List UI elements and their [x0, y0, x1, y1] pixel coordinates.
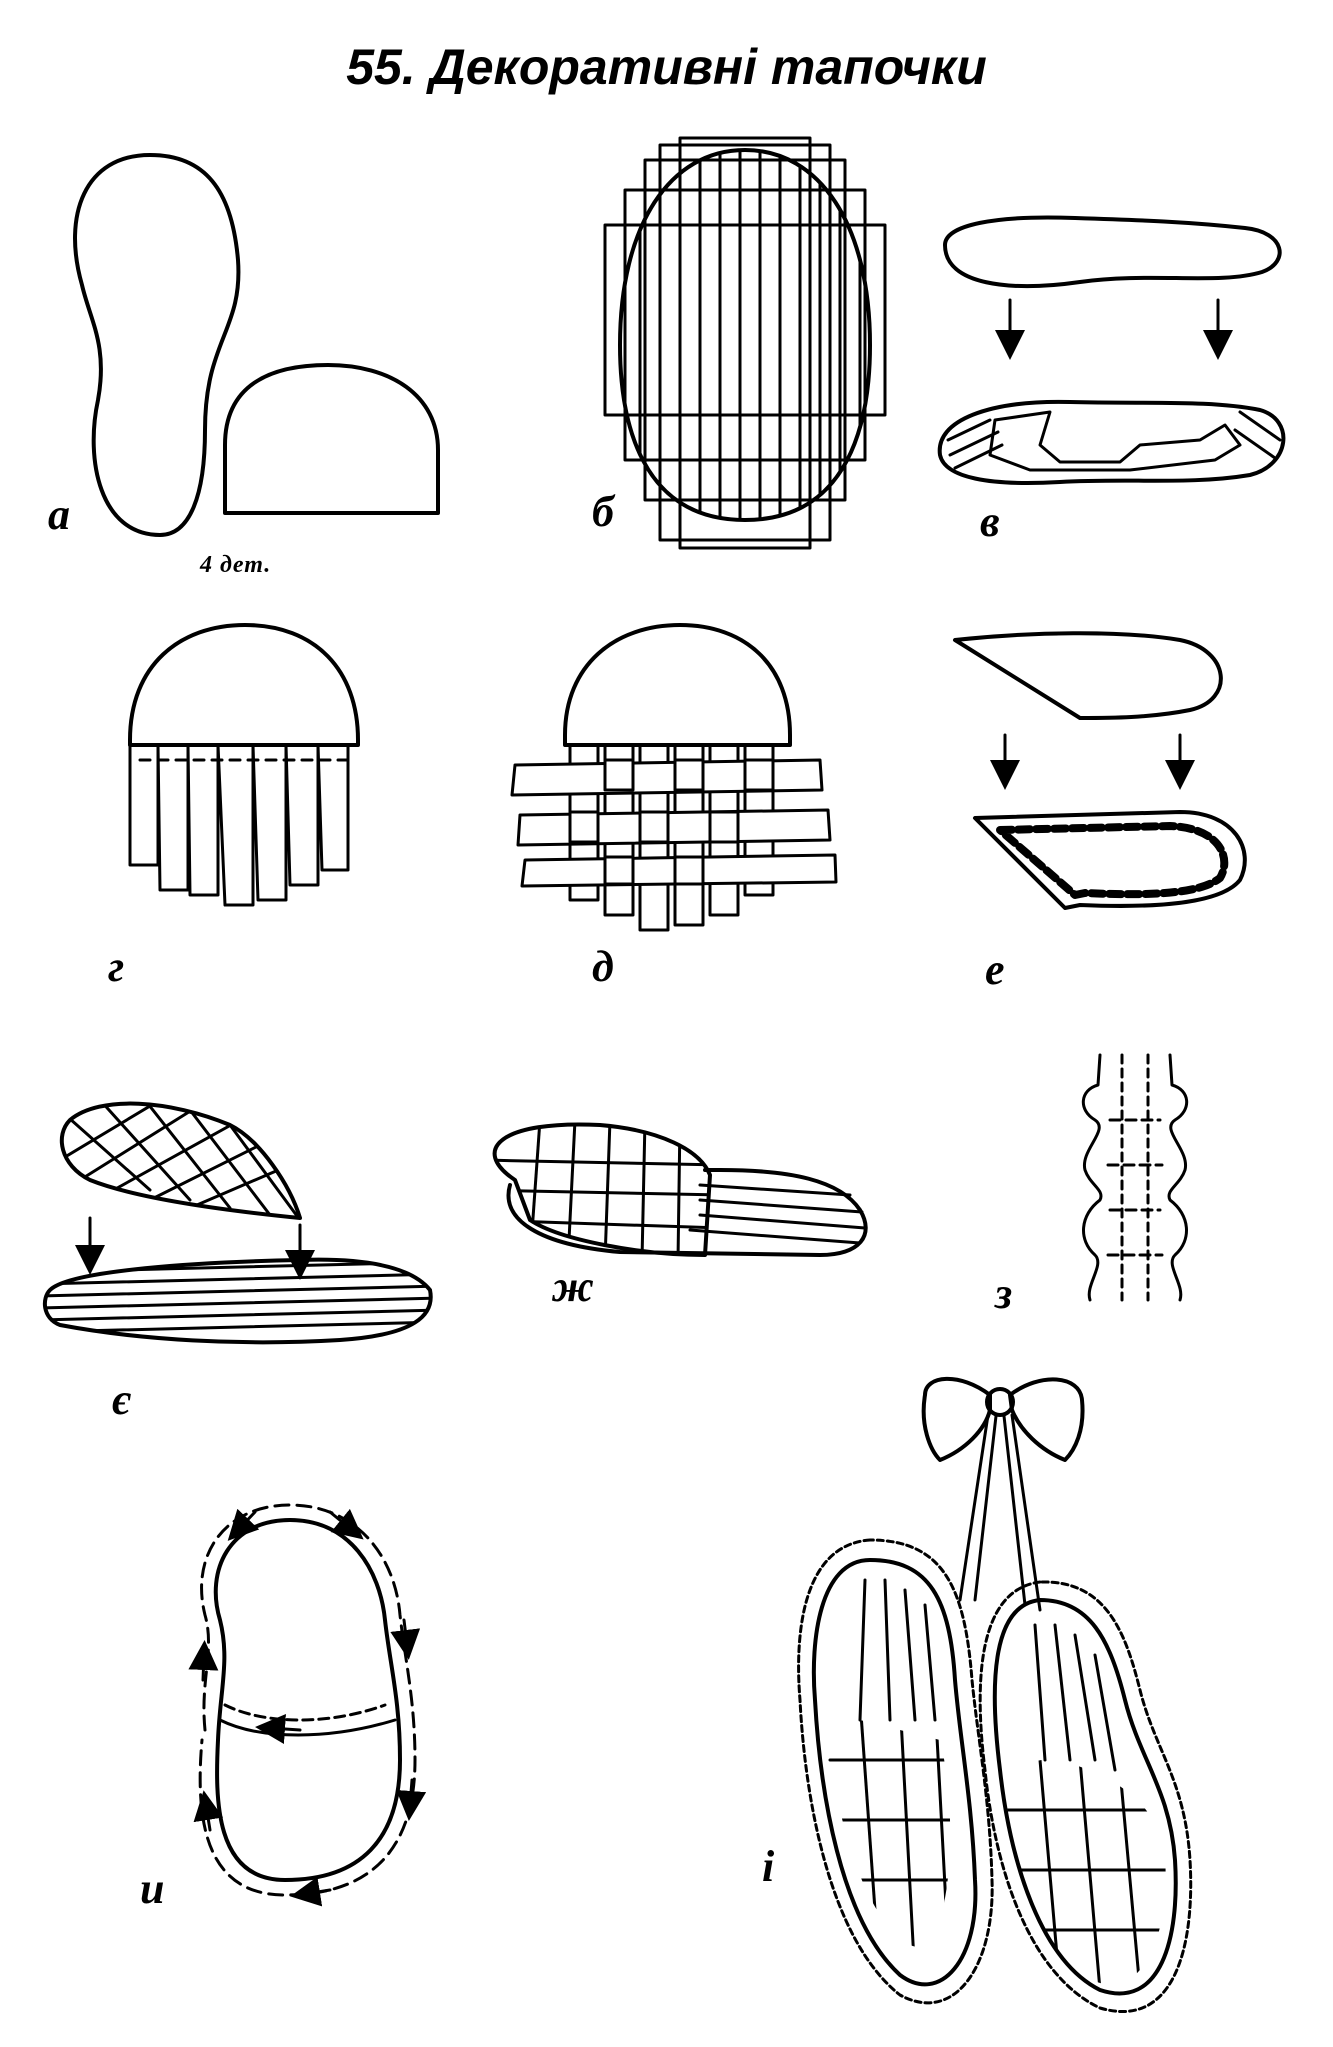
sole-outline: [620, 150, 870, 520]
label-e: е: [985, 945, 1005, 994]
label-d: д: [592, 942, 614, 991]
right-slipper-outline: [995, 1600, 1176, 1993]
note-4-pieces: 4 дет.: [200, 552, 272, 578]
bow-right-loop: [1010, 1379, 1083, 1460]
label-v: в: [980, 497, 1000, 546]
label-b: б: [592, 487, 614, 536]
label-z: з: [995, 1269, 1013, 1318]
toe-cap-dome: [565, 625, 790, 745]
toe-padding-shape: [955, 633, 1221, 718]
page-title: 55. Декоративні тапочки: [346, 39, 987, 95]
label-zh: ж: [552, 1262, 594, 1311]
panel-e-toe-padding: [955, 633, 1245, 908]
slipper-sole: [508, 1170, 865, 1255]
panel-ye-upper-on-sole: [40, 1100, 440, 1342]
panel-zh-assembled-slipper: [480, 1120, 866, 1260]
label-a: а: [48, 490, 70, 539]
padded-toe-shape: [975, 812, 1245, 908]
label-i: і: [762, 1842, 775, 1891]
toe-cap-pattern-shape: [225, 365, 438, 513]
bow-left-loop: [924, 1379, 990, 1460]
woven-upper: [62, 1104, 300, 1218]
panel-i-finished-slippers: [799, 1379, 1191, 2012]
panel-b-strips-over-sole: [605, 130, 885, 548]
slipper-outline: [216, 1520, 400, 1880]
striped-sole: [45, 1260, 431, 1343]
panel-d-woven-toe-cap: [512, 625, 836, 930]
panel-y-stitching-direction: [188, 1505, 427, 1907]
sole-pattern-shape: [75, 155, 238, 535]
label-h: г: [108, 942, 125, 991]
panel-v-sole-padding: [940, 217, 1284, 483]
panel-a-sole-and-toe-pattern: [75, 155, 438, 535]
left-slipper-outline: [814, 1560, 976, 1984]
covered-sole-shape: [940, 402, 1284, 483]
bow-knot: [987, 1389, 1013, 1415]
toe-cap-dome: [130, 625, 358, 745]
panel-h-cut-toe-cap: [130, 625, 358, 905]
cut-strips: [130, 745, 358, 905]
padding-shape: [945, 217, 1280, 286]
panel-z-ruffle-detail: [1083, 1055, 1186, 1300]
inner-padding-outline: [990, 412, 1240, 470]
label-y: и: [140, 1864, 165, 1913]
label-ye: є: [112, 1375, 131, 1424]
